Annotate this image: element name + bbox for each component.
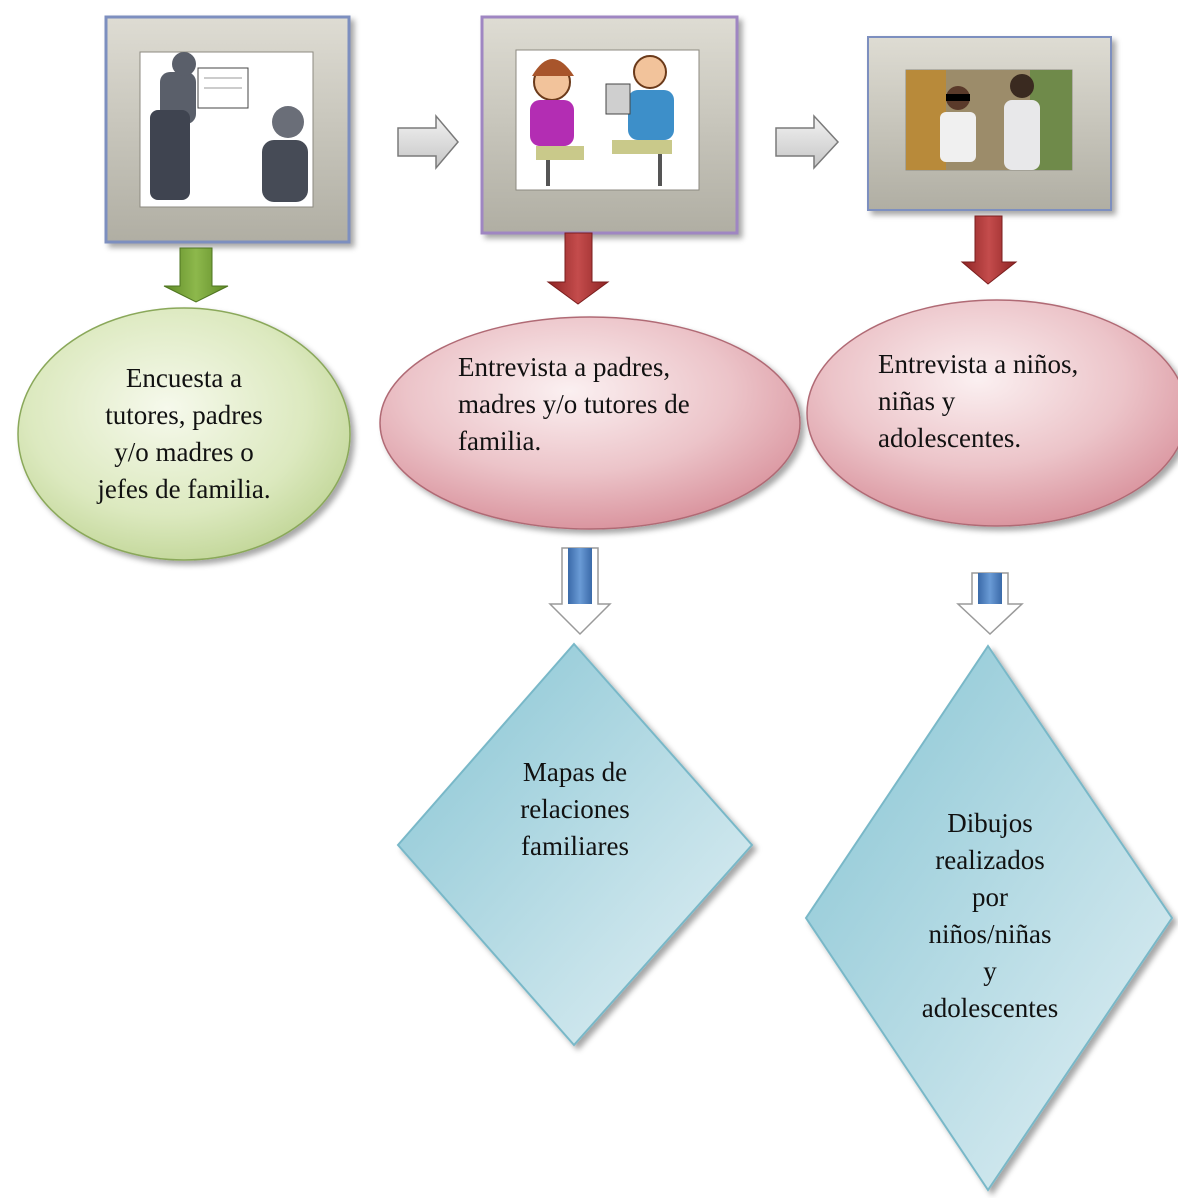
output-label-dibujos: Dibujos realizados por niños/niñas y ado… — [921, 808, 1059, 1023]
ellipse-encuesta — [17, 307, 351, 561]
right-arrow-icon — [775, 114, 840, 170]
down-arrow-icon — [163, 247, 229, 303]
down-arrow-icon — [548, 547, 612, 636]
down-arrow-icon — [960, 215, 1018, 285]
ellipse-entrevista-ninos — [806, 299, 1178, 527]
down-arrow-icon — [956, 572, 1024, 636]
step-label-entrevista-padres: Entrevista a padres, madres y/o tutores … — [458, 352, 690, 456]
diamond-mapas — [396, 642, 754, 1047]
down-arrow-icon — [546, 232, 610, 305]
step-label-entrevista-ninos: Entrevista a niños, niñas y adolescentes… — [878, 349, 1079, 453]
picture-frame-1 — [104, 15, 351, 244]
ellipse-entrevista-padres — [379, 316, 801, 530]
right-arrow-icon — [397, 113, 459, 171]
output-label-mapas: Mapas de relaciones familiares — [520, 757, 630, 861]
photo-child-interview — [906, 70, 1072, 170]
interview-illustration — [530, 55, 674, 186]
step-label-encuesta: Encuesta a tutores, padres y/o madres o … — [97, 363, 271, 504]
diamond-dibujos — [804, 644, 1174, 1192]
survey-illustration — [150, 52, 308, 202]
picture-frame-2 — [480, 15, 739, 235]
